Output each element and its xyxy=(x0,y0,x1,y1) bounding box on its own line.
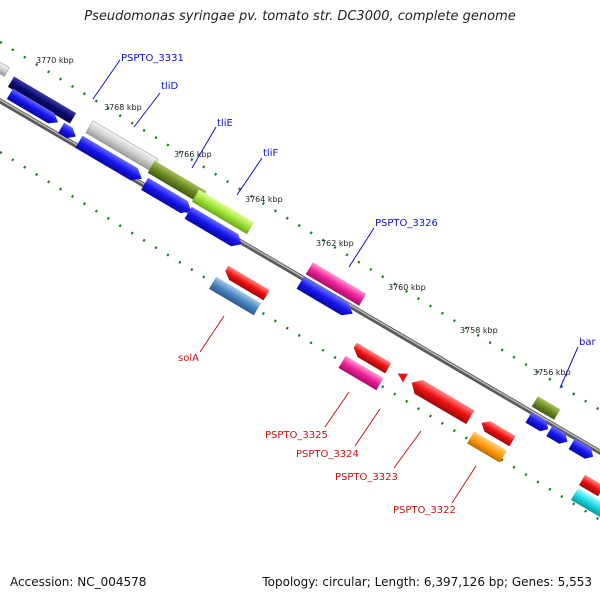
gene-red[interactable] xyxy=(222,265,270,301)
gene-label-bar: bar xyxy=(579,337,596,348)
gene-tlie[interactable] xyxy=(147,160,207,204)
gene-label-pspto-3325: PSPTO_3325 xyxy=(265,430,328,441)
leader-line-pspto-3322 xyxy=(451,465,477,504)
tick-track-upper xyxy=(0,40,600,412)
cds-arrow[interactable] xyxy=(546,425,570,447)
gene-red-edge-forward[interactable] xyxy=(579,474,600,497)
cds-arrow[interactable] xyxy=(184,206,246,251)
reverse-strand-genes xyxy=(209,265,600,519)
gene-pspto-3324[interactable] xyxy=(395,369,408,383)
gene-label-tlie: tliE xyxy=(217,118,233,129)
gene-sola[interactable] xyxy=(209,276,261,316)
gene-tlif[interactable] xyxy=(191,189,255,235)
cds-arrow[interactable] xyxy=(296,276,357,320)
gene-label-tlid: tliD xyxy=(161,81,178,92)
gene-label-pspto-3324: PSPTO_3324 xyxy=(296,449,359,460)
tick-label: 3766 kbp xyxy=(174,150,212,159)
gene-red[interactable] xyxy=(478,418,516,447)
accession-text: Accession: NC_004578 xyxy=(10,575,147,589)
cds-features xyxy=(6,88,597,462)
cds-arrow[interactable] xyxy=(525,412,551,434)
cds-arrow[interactable] xyxy=(58,122,79,142)
leader-line-tlid xyxy=(133,92,161,128)
cds-arrow[interactable] xyxy=(6,88,61,128)
gene-label-sola: solA xyxy=(178,353,199,364)
gene-label-pspto-3326: PSPTO_3326 xyxy=(375,218,438,229)
leader-line-pspto-3323 xyxy=(393,430,422,469)
leader-line-pspto-3326 xyxy=(348,227,375,268)
tick-label: 3756 kbp xyxy=(533,368,571,377)
gene-pspto-3323[interactable] xyxy=(408,376,475,425)
gene-gray[interactable] xyxy=(0,53,10,77)
gene-pspto-3325[interactable] xyxy=(338,355,384,391)
leader-line-pspto-3325 xyxy=(324,391,350,428)
leader-line-pspto-3324 xyxy=(354,408,381,447)
gene-red[interactable] xyxy=(351,342,392,374)
tick-label: 3768 kbp xyxy=(104,103,142,112)
cds-arrow[interactable] xyxy=(568,438,597,462)
tick-label: 3762 kbp xyxy=(316,239,354,248)
leader-line-sola xyxy=(199,315,225,353)
genome-summary-text: Topology: circular; Length: 6,397,126 bp… xyxy=(262,575,592,589)
leader-line-tlie xyxy=(191,126,217,169)
gene-pspto-3326[interactable] xyxy=(305,262,367,306)
tick-label: 3760 kbp xyxy=(388,283,426,292)
gene-label-pspto-3322: PSPTO_3322 xyxy=(393,505,456,516)
leader-line-tlif xyxy=(236,157,263,196)
gene-pspto-3331[interactable] xyxy=(7,76,77,124)
gene-bar[interactable] xyxy=(531,396,561,420)
leader-line-pspto-3331 xyxy=(92,59,121,100)
genome-map: 3770 kbp 3768 kbp 3766 kbp 3764 kbp 3762… xyxy=(0,40,600,522)
tick-label: 3770 kbp xyxy=(36,56,74,65)
cds-arrow[interactable] xyxy=(141,177,195,217)
gene-label-tlif: tliF xyxy=(263,148,278,159)
gene-pspto-3322[interactable] xyxy=(467,431,507,463)
gene-label-pspto-3331: PSPTO_3331 xyxy=(121,53,184,64)
forward-strand-genes xyxy=(0,53,600,497)
gene-label-pspto-3323: PSPTO_3323 xyxy=(335,472,398,483)
leader-line-bar xyxy=(559,346,579,389)
map-title: Pseudomonas syringae pv. tomato str. DC3… xyxy=(84,9,516,24)
tick-label: 3764 kbp xyxy=(245,195,283,204)
tick-track-lower xyxy=(0,150,600,522)
cds-arrow[interactable] xyxy=(75,135,145,185)
tick-label: 3758 kbp xyxy=(460,326,498,335)
